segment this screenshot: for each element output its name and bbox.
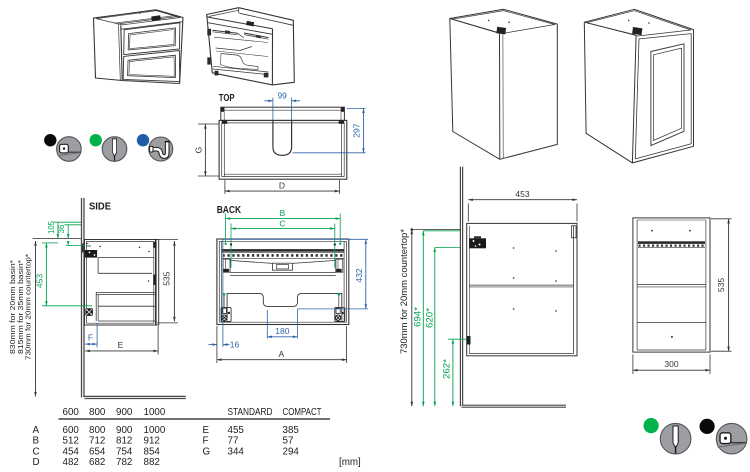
svg-text:B: B (33, 436, 40, 447)
svg-text:900: 900 (116, 407, 133, 418)
svg-text:TOP: TOP (219, 92, 235, 104)
svg-text:[mm]: [mm] (339, 457, 361, 468)
svg-text:A: A (278, 349, 284, 359)
svg-text:694*: 694* (413, 307, 423, 327)
svg-text:36: 36 (57, 225, 66, 234)
svg-text:D: D (33, 457, 40, 468)
svg-text:453: 453 (34, 274, 44, 288)
svg-text:535: 535 (716, 278, 726, 292)
svg-text:77: 77 (228, 436, 239, 447)
svg-text:535: 535 (162, 271, 172, 285)
svg-text:730mm for 20mm countertop*: 730mm for 20mm countertop* (399, 229, 409, 354)
svg-text:SIDE: SIDE (89, 201, 111, 213)
svg-text:C: C (33, 446, 40, 457)
svg-text:815mm for 35mm basin*: 815mm for 35mm basin* (16, 260, 25, 354)
svg-text:99: 99 (277, 90, 287, 100)
svg-text:800: 800 (89, 407, 106, 418)
svg-text:E: E (118, 340, 124, 350)
svg-text:57: 57 (283, 436, 294, 447)
svg-text:432: 432 (354, 268, 364, 282)
svg-text:455: 455 (228, 425, 245, 436)
svg-text:344: 344 (228, 446, 245, 457)
svg-text:600: 600 (63, 407, 80, 418)
svg-text:A: A (33, 425, 40, 436)
svg-text:782: 782 (116, 457, 132, 468)
svg-text:800: 800 (89, 425, 106, 436)
svg-text:385: 385 (283, 425, 300, 436)
svg-text:454: 454 (63, 446, 80, 457)
svg-text:BACK: BACK (217, 204, 242, 216)
svg-text:294: 294 (283, 446, 300, 457)
svg-text:297: 297 (352, 123, 362, 137)
svg-text:D: D (279, 181, 285, 191)
svg-text:882: 882 (144, 457, 160, 468)
svg-text:COMPACT: COMPACT (283, 407, 322, 418)
svg-text:300: 300 (664, 359, 678, 369)
svg-text:E: E (203, 425, 210, 436)
svg-text:16: 16 (230, 340, 240, 350)
svg-text:682: 682 (89, 457, 105, 468)
svg-text:812: 812 (116, 436, 132, 447)
svg-text:712: 712 (89, 436, 105, 447)
svg-text:912: 912 (144, 436, 160, 447)
svg-text:105: 105 (47, 220, 56, 234)
svg-text:754: 754 (116, 446, 133, 457)
svg-text:F: F (88, 332, 93, 342)
svg-text:1000: 1000 (144, 425, 166, 436)
svg-text:STANDARD: STANDARD (228, 407, 273, 418)
svg-text:B: B (280, 208, 286, 218)
svg-text:830mm for 20mm basin*: 830mm for 20mm basin* (8, 260, 17, 354)
svg-text:854: 854 (144, 446, 161, 457)
svg-text:1000: 1000 (144, 407, 166, 418)
svg-text:262*: 262* (442, 359, 452, 379)
svg-text:512: 512 (63, 436, 79, 447)
svg-text:453: 453 (515, 189, 529, 199)
svg-text:620*: 620* (425, 308, 435, 328)
svg-text:G: G (193, 147, 203, 154)
svg-text:654: 654 (89, 446, 106, 457)
svg-text:900: 900 (116, 425, 133, 436)
svg-text:C: C (279, 218, 285, 228)
svg-text:180: 180 (275, 326, 289, 336)
svg-text:G: G (203, 446, 211, 457)
svg-text:F: F (203, 436, 209, 447)
svg-text:730mm for 20mm countertop*: 730mm for 20mm countertop* (24, 254, 33, 360)
svg-text:482: 482 (63, 457, 79, 468)
svg-text:600: 600 (63, 425, 80, 436)
